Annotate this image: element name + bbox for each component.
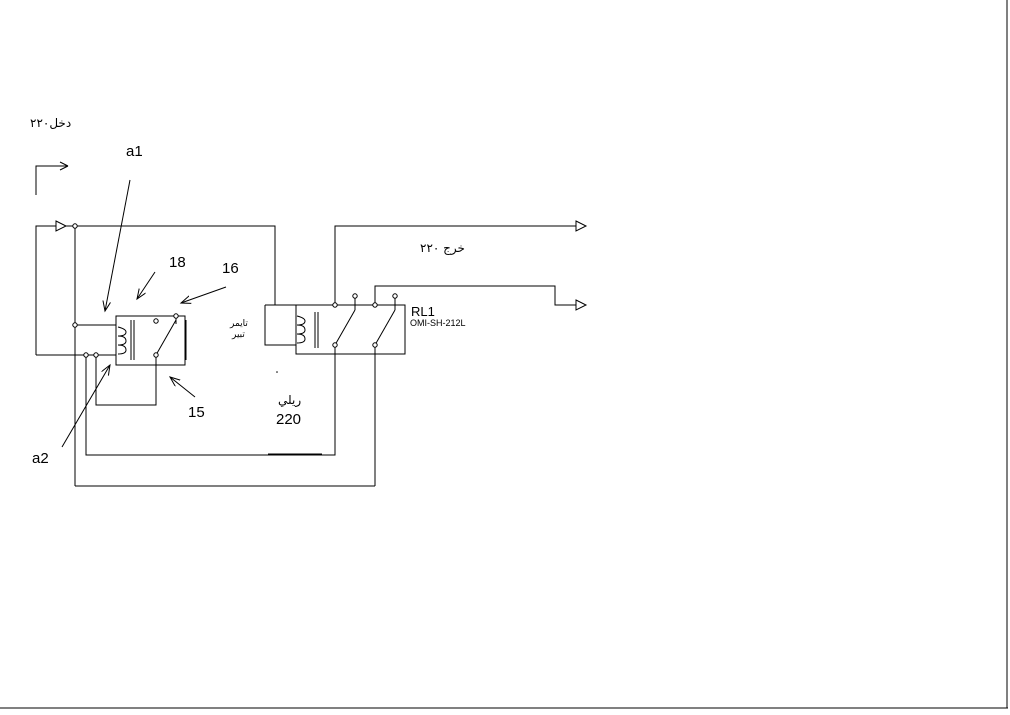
relay-contact-1 [334, 309, 356, 346]
output-terminals [575, 220, 588, 311]
relay-voltage-label: 220 [276, 411, 301, 428]
relay-reference: RL1 [411, 304, 435, 319]
relay-coil [296, 315, 306, 344]
timer-coil [117, 326, 127, 355]
arrow-15 [170, 377, 196, 398]
pointer-arrows [61, 179, 227, 448]
arrow-16 [181, 286, 227, 303]
label-a1: a1 [126, 143, 143, 160]
main-relay-rl1 [295, 296, 406, 355]
input-terminals [35, 161, 69, 355]
relay-part-number: OMI-SH-212L [410, 318, 466, 328]
arrow-18 [137, 271, 156, 299]
timer-contact [155, 319, 177, 356]
timer-relay [115, 315, 187, 366]
output-label: خرج ۲۲۰ [420, 241, 465, 256]
timer-label-line1: تايمر [229, 319, 248, 329]
timer-label-line2: تبير [231, 330, 245, 340]
label-a2: a2 [32, 450, 49, 467]
input-terminal-arrow [55, 220, 68, 232]
label-15: 15 [188, 404, 205, 421]
label-18: 18 [169, 254, 186, 271]
a2-arrow [61, 365, 110, 448]
relay-contact-2 [374, 309, 396, 346]
relay-word-label: ريلي [278, 393, 301, 408]
input-label: دخل۲۲۰ [30, 116, 71, 130]
labels: دخل۲۲۰ a1 a2 18 16 15 خرج ۲۲۰ RL1 OMI-SH… [30, 116, 466, 467]
a1-arrow [105, 179, 131, 311]
label-16: 16 [222, 260, 239, 277]
wires [36, 225, 576, 487]
connection-nodes [72, 223, 398, 373]
